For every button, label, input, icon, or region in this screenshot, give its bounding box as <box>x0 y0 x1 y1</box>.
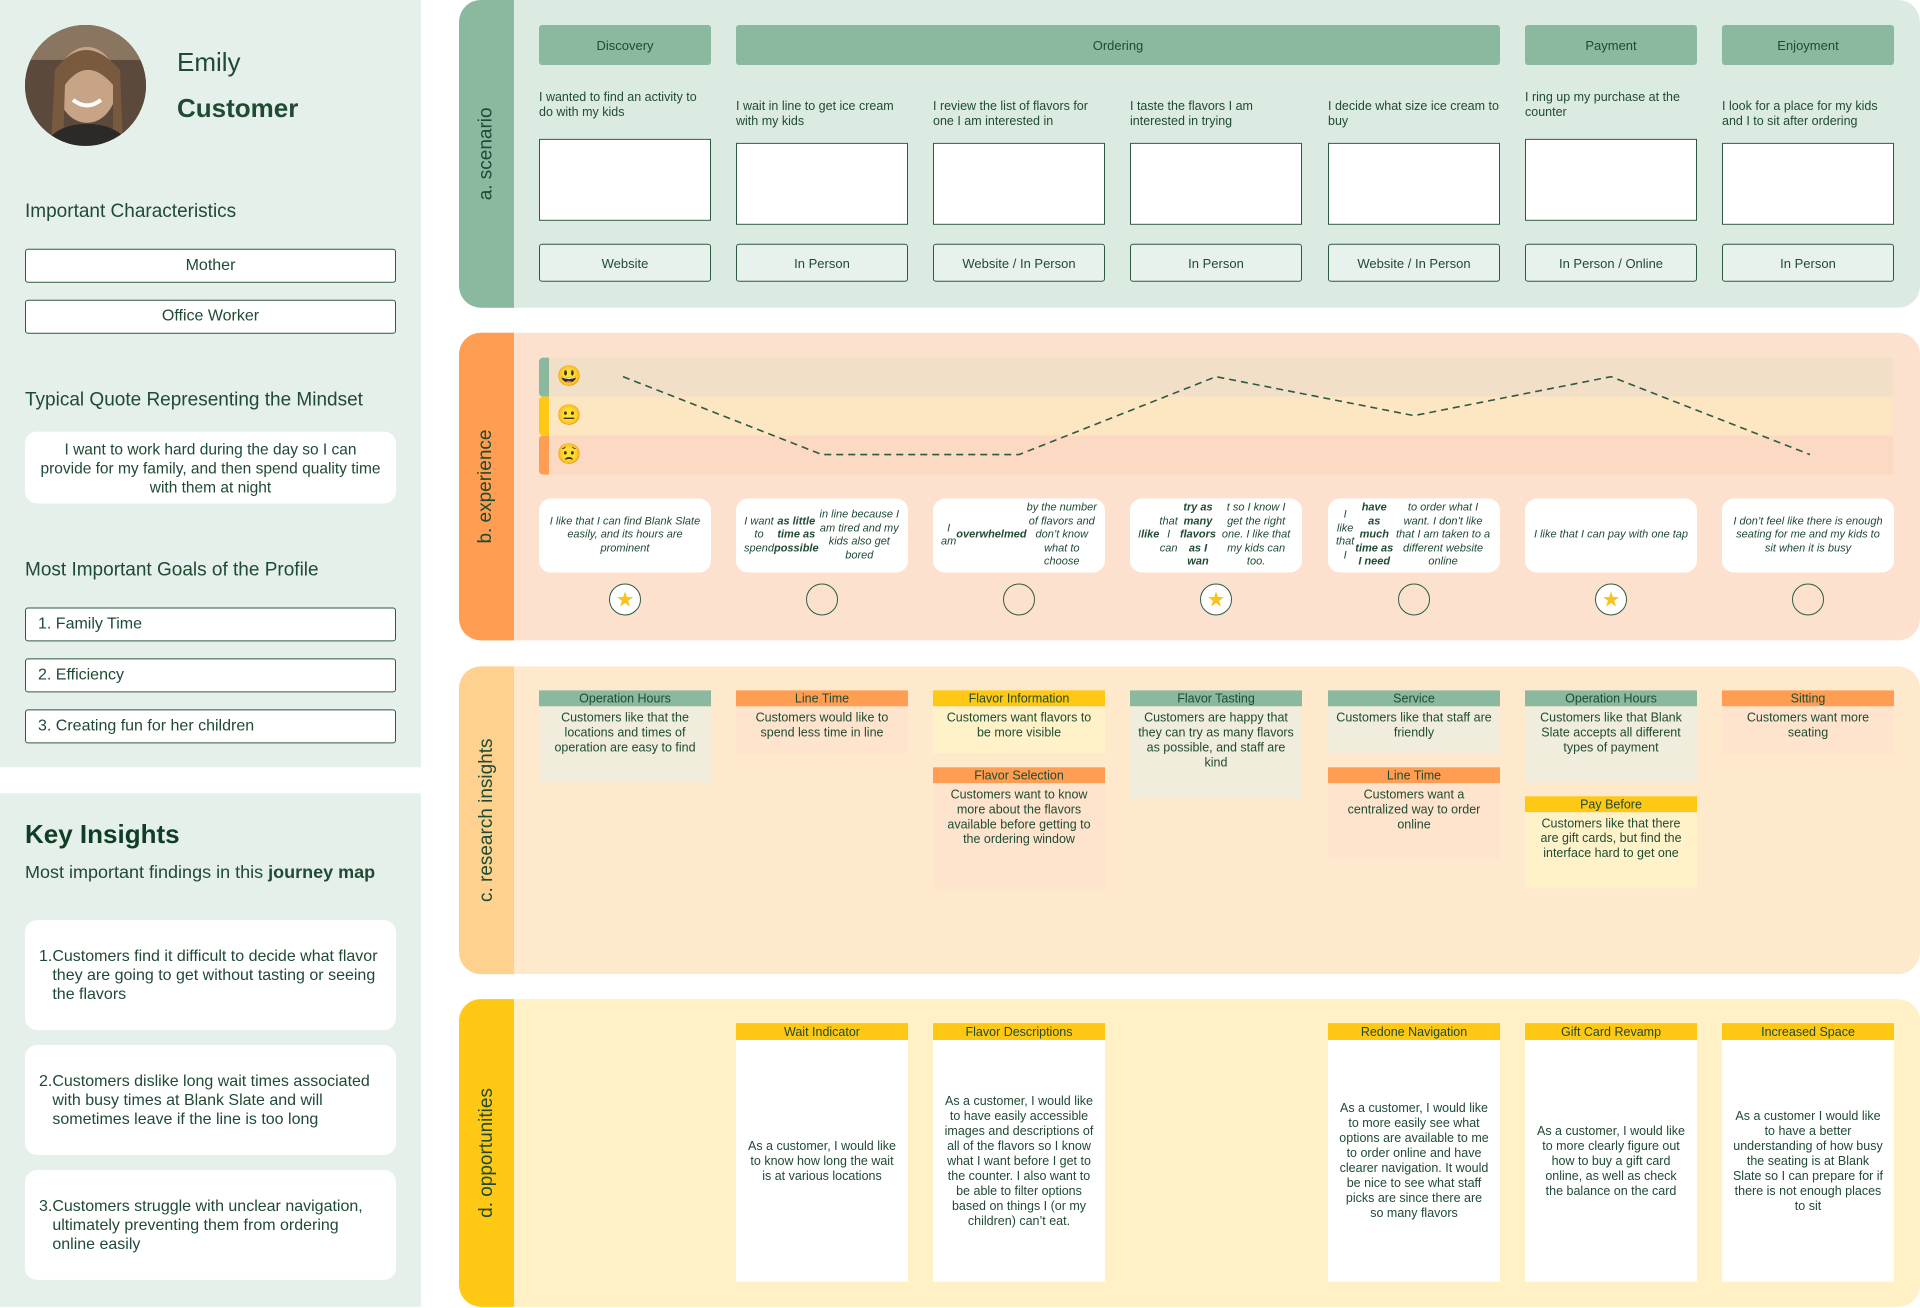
scenario-text: I taste the flavors I am interested in t… <box>1130 99 1302 129</box>
insight-header: Flavor Selection <box>933 767 1105 783</box>
insight-header: Operation Hours <box>1525 690 1697 706</box>
opportunity-header: Wait Indicator <box>736 1023 908 1040</box>
experience-quote-card: I am overwhelmed by the number of flavor… <box>933 499 1105 573</box>
experience-quote-card: I like that I have as much time as I nee… <box>1328 499 1500 573</box>
insight-header: Flavor Tasting <box>1130 690 1302 706</box>
insight-body: Customers like that there are gift cards… <box>1525 812 1697 888</box>
insight-body: Customers like that staff are friendly <box>1328 706 1500 753</box>
empty-rating-icon <box>1003 583 1035 615</box>
opportunity-body: As a customer, I would like to more clea… <box>1525 1040 1697 1282</box>
channel-tag: Website <box>539 244 711 282</box>
scenario-text: I decide what size ice cream to buy <box>1328 99 1500 129</box>
opportunity-body: As a customer, I would like to more easi… <box>1328 1040 1500 1282</box>
insight-header: Service <box>1328 690 1500 706</box>
scenario-note-box <box>1328 143 1500 225</box>
empty-rating-icon <box>1792 583 1824 615</box>
opportunity-header: Redone Navigation <box>1328 1023 1500 1040</box>
insight-header: Operation Hours <box>539 690 711 706</box>
scenario-text: I ring up my purchase at the counter <box>1525 90 1697 120</box>
star-rating-icon: ★ <box>609 583 641 615</box>
channel-tag: In Person / Online <box>1525 244 1697 282</box>
channel-tag: Website / In Person <box>1328 244 1500 282</box>
insight-body: Customers like that the locations and ti… <box>539 706 711 782</box>
opportunity-body: As a customer, I would like to know how … <box>736 1040 908 1282</box>
channel-tag: In Person <box>736 244 908 282</box>
insight-body: Customers would like to spend less time … <box>736 706 908 753</box>
scenario-text: I look for a place for my kids and I to … <box>1722 99 1894 129</box>
opportunity-header: Increased Space <box>1722 1023 1894 1040</box>
scenario-note-box <box>1722 143 1894 225</box>
insight-body: Customers want to know more about the fl… <box>933 783 1105 889</box>
experience-quote-card: I like that I can find Blank Slate easil… <box>539 499 711 573</box>
insight-body: Customers want flavors to be more visibl… <box>933 706 1105 753</box>
experience-quote-card: I like that I can pay with one tap <box>1525 499 1697 573</box>
empty-rating-icon <box>806 583 838 615</box>
insight-body: Customers are happy that they can try as… <box>1130 706 1302 798</box>
experience-quote-card: I want to spend as little time as possib… <box>736 499 908 573</box>
experience-quote-card: I like that I can try as many flavors as… <box>1130 499 1302 573</box>
star-rating-icon: ★ <box>1200 583 1232 615</box>
insight-header: Sitting <box>1722 690 1894 706</box>
scenario-text: I wanted to find an activity to do with … <box>539 90 711 120</box>
scenario-note-box <box>933 143 1105 225</box>
star-rating-icon: ★ <box>1595 583 1627 615</box>
scenario-note-box <box>736 143 908 225</box>
insight-header: Pay Before <box>1525 796 1697 812</box>
channel-tag: In Person <box>1130 244 1302 282</box>
emotion-line-path <box>623 377 1810 455</box>
empty-rating-icon <box>1398 583 1430 615</box>
scenario-note-box <box>539 139 711 221</box>
opportunity-body: As a customer, I would like to have easi… <box>933 1040 1105 1282</box>
insight-header: Line Time <box>1328 767 1500 783</box>
opportunity-header: Flavor Descriptions <box>933 1023 1105 1040</box>
insight-body: Customers like that Blank Slate accepts … <box>1525 706 1697 782</box>
scenario-text: I review the list of flavors for one I a… <box>933 99 1105 129</box>
scenario-text: I wait in line to get ice cream with my … <box>736 99 908 129</box>
insight-body: Customers want more seating <box>1722 706 1894 753</box>
scenario-note-box <box>1525 139 1697 221</box>
insight-header: Flavor Information <box>933 690 1105 706</box>
opportunity-body: As a customer I would like to have a bet… <box>1722 1040 1894 1282</box>
experience-quote-card: I don’t feel like there is enough seatin… <box>1722 499 1894 573</box>
insight-body: Customers want a centralized way to orde… <box>1328 783 1500 859</box>
opportunity-header: Gift Card Revamp <box>1525 1023 1697 1040</box>
channel-tag: In Person <box>1722 244 1894 282</box>
channel-tag: Website / In Person <box>933 244 1105 282</box>
insight-header: Line Time <box>736 690 908 706</box>
scenario-note-box <box>1130 143 1302 225</box>
